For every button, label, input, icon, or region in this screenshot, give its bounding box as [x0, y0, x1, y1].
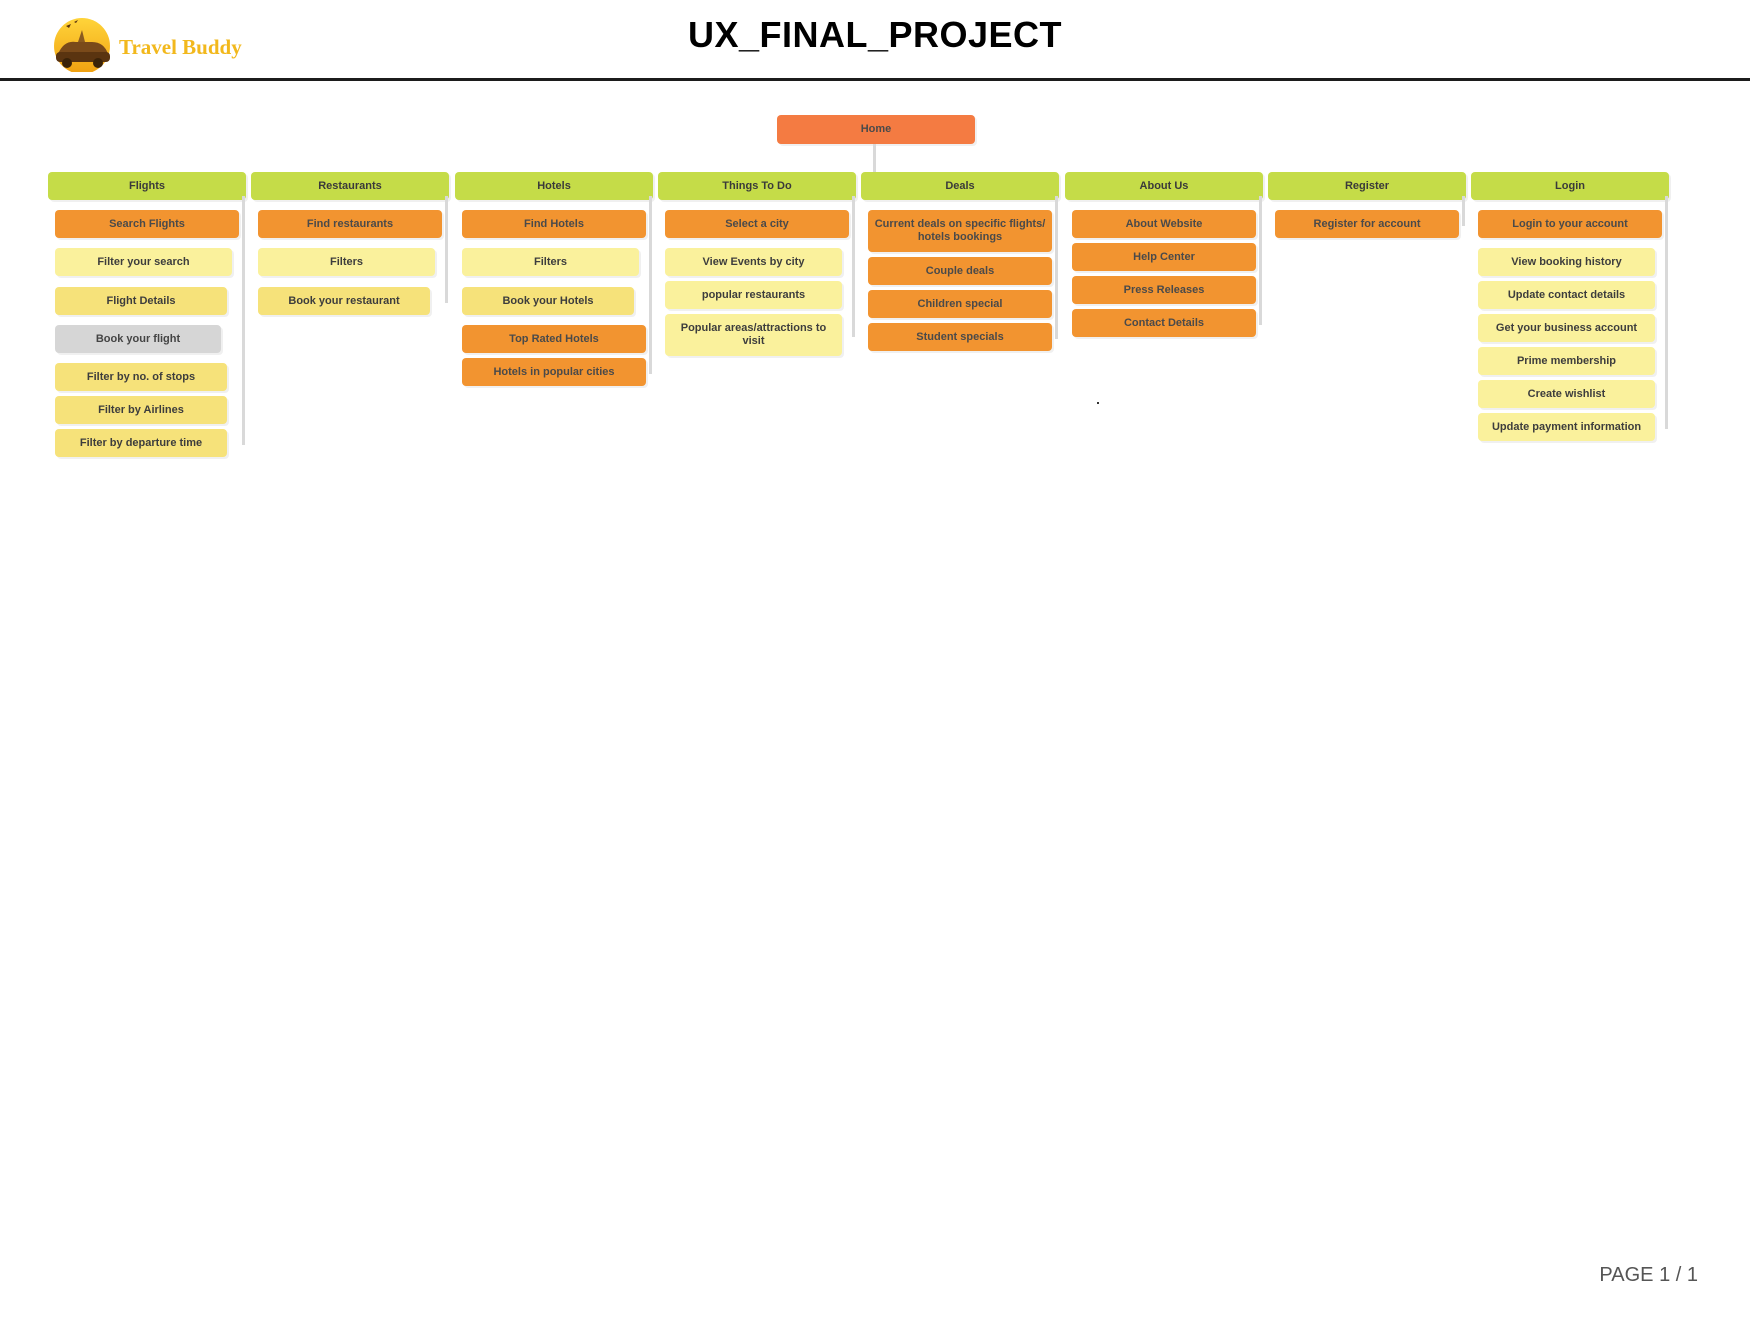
page-title: UX_FINAL_PROJECT: [687, 14, 1063, 55]
column-rail-3: [852, 196, 855, 337]
category-node-restaurants: Restaurants: [251, 172, 449, 200]
logo: Travel Buddy: [52, 16, 262, 72]
child-node-7-1: View booking history: [1478, 248, 1655, 276]
child-node-2-1: Filters: [462, 248, 639, 276]
child-node-4-0: Current deals on specific flights/ hotel…: [868, 210, 1052, 252]
child-node-0-6: Filter by departure time: [55, 429, 227, 457]
root-node-home: Home: [777, 115, 975, 144]
category-node-hotels: Hotels: [455, 172, 653, 200]
header-divider: [0, 78, 1750, 81]
category-node-about-us: About Us: [1065, 172, 1263, 200]
category-node-flights: Flights: [48, 172, 246, 200]
column-rail-5: [1259, 196, 1262, 325]
child-node-7-5: Create wishlist: [1478, 380, 1655, 408]
category-node-register: Register: [1268, 172, 1466, 200]
column-rail-7: [1665, 196, 1668, 429]
child-node-0-2: Flight Details: [55, 287, 227, 315]
child-node-7-2: Update contact details: [1478, 281, 1655, 309]
child-node-4-1: Couple deals: [868, 257, 1052, 285]
child-node-2-2: Book your Hotels: [462, 287, 634, 315]
column-rail-1: [445, 196, 448, 303]
category-node-deals: Deals: [861, 172, 1059, 200]
category-node-login: Login: [1471, 172, 1669, 200]
child-node-5-0: About Website: [1072, 210, 1256, 238]
child-node-7-3: Get your business account: [1478, 314, 1655, 342]
stray-dot: [1097, 402, 1099, 404]
child-node-2-4: Hotels in popular cities: [462, 358, 646, 386]
child-node-7-0: Login to your account: [1478, 210, 1662, 238]
child-node-6-0: Register for account: [1275, 210, 1459, 238]
child-node-3-1: View Events by city: [665, 248, 842, 276]
child-node-0-5: Filter by Airlines: [55, 396, 227, 424]
child-node-5-1: Help Center: [1072, 243, 1256, 271]
child-node-5-2: Press Releases: [1072, 276, 1256, 304]
child-node-1-0: Find restaurants: [258, 210, 442, 238]
child-node-1-2: Book your restaurant: [258, 287, 430, 315]
page-number: PAGE 1 / 1: [1599, 1264, 1698, 1286]
child-node-2-3: Top Rated Hotels: [462, 325, 646, 353]
child-node-4-3: Student specials: [868, 323, 1052, 351]
child-node-4-2: Children special: [868, 290, 1052, 318]
child-node-2-0: Find Hotels: [462, 210, 646, 238]
child-node-3-0: Select a city: [665, 210, 849, 238]
child-node-3-2: popular restaurants: [665, 281, 842, 309]
child-node-0-1: Filter your search: [55, 248, 232, 276]
child-node-3-3: Popular areas/attractions to visit: [665, 314, 842, 356]
child-node-7-4: Prime membership: [1478, 347, 1655, 375]
column-rail-2: [649, 196, 652, 374]
child-node-1-1: Filters: [258, 248, 435, 276]
child-node-7-6: Update payment information: [1478, 413, 1655, 441]
child-node-0-0: Search Flights: [55, 210, 239, 238]
column-rail-4: [1055, 196, 1058, 339]
child-node-5-3: Contact Details: [1072, 309, 1256, 337]
sun-car-logo-icon: [54, 18, 110, 72]
column-rail-6: [1462, 196, 1465, 226]
brand-name: Travel Buddy: [119, 35, 242, 59]
column-rail-0: [242, 196, 245, 445]
child-node-0-3: Book your flight: [55, 325, 221, 353]
category-node-things-to-do: Things To Do: [658, 172, 856, 200]
child-node-0-4: Filter by no. of stops: [55, 363, 227, 391]
root-connector: [873, 144, 876, 172]
